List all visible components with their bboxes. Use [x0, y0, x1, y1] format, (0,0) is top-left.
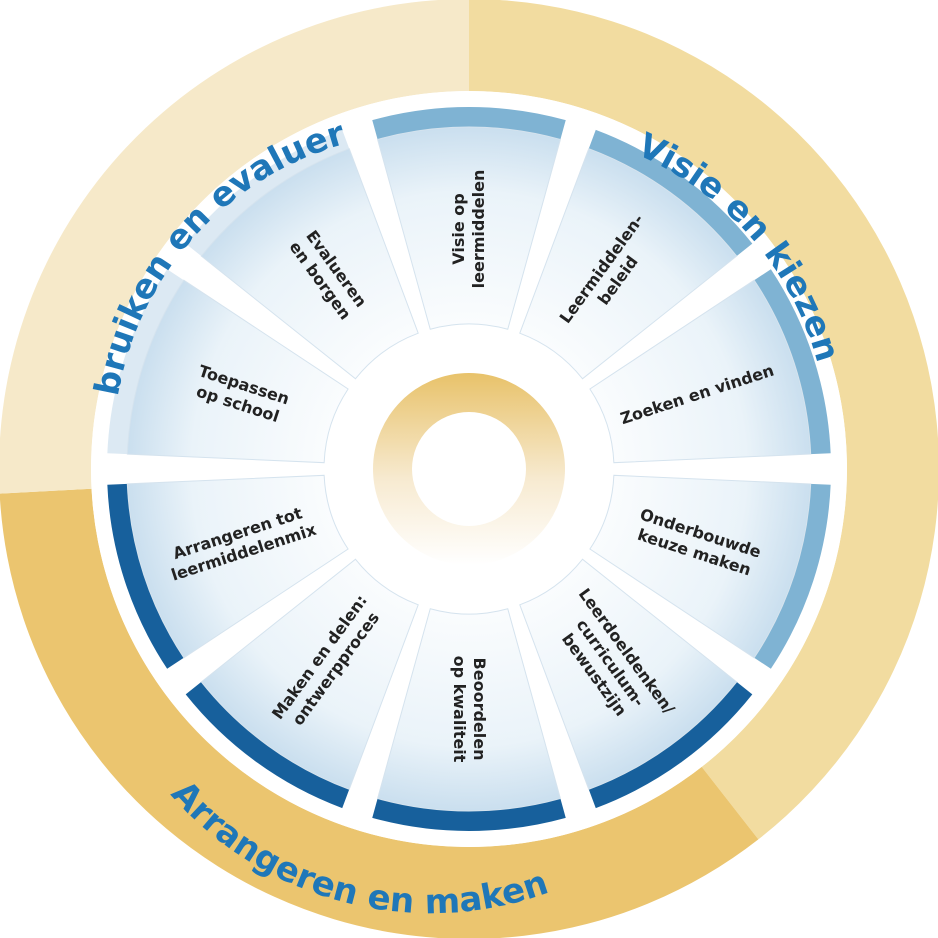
segment-arrangeren-tot-leermiddelenmix[interactable]: Arrangeren totleermiddelenmix	[107, 474, 349, 669]
segment-beoordelen-op-kwaliteit[interactable]: Beoordelenop kwaliteit	[372, 608, 566, 831]
phase-ring-visie	[469, 0, 938, 840]
segment-rim	[107, 483, 184, 669]
segment-evalueren-en-borgen[interactable]: Evaluerenen borgen	[185, 129, 419, 380]
segment-label-line: op kwaliteit	[450, 656, 469, 763]
segment-onderbouwde-keuze-maken[interactable]: Onderbouwdekeuze maken	[589, 474, 831, 669]
segment-body	[589, 279, 812, 464]
segment-rim	[588, 681, 753, 809]
segment-body	[200, 148, 419, 380]
segment-rim	[588, 129, 753, 257]
segment-label: Visie opleermiddelen	[449, 170, 488, 289]
segment-label-line: Visie op	[449, 193, 468, 264]
segment-leermiddelenbeleid[interactable]: Leermiddelen-beleid	[519, 129, 753, 380]
segment-rim	[372, 107, 566, 140]
segment-label-line: leermiddelen	[469, 170, 488, 289]
segment-body	[376, 608, 562, 812]
segment-rim	[185, 129, 350, 257]
segment-rim	[754, 269, 831, 455]
segment-body	[519, 148, 738, 380]
segment-body	[126, 474, 349, 659]
segment-zoeken-en-vinden[interactable]: Zoeken en vinden	[589, 269, 831, 464]
segment-visie-op-leermiddelen[interactable]: Visie opleermiddelen	[372, 107, 566, 330]
segment-rim	[107, 269, 184, 455]
segment-body	[200, 558, 419, 790]
segment-body	[519, 558, 738, 790]
segment-maken-en-delen[interactable]: Maken en delen:ontwerpproces	[185, 558, 419, 809]
segment-label: Beoordelenop kwaliteit	[450, 656, 489, 763]
segment-leerdoeldenken[interactable]: Leerdoeldenken/curriculum-bewustzijn	[519, 558, 753, 809]
center-hole	[412, 412, 526, 526]
segment-rim	[185, 681, 350, 809]
segment-wheel: Visie opleermiddelen Leermiddelen-beleidZ…	[107, 107, 831, 831]
segment-rim	[372, 798, 566, 831]
segment-toepassen-op-school[interactable]: Toepassenop school	[107, 269, 349, 464]
phase-ring-gebruiken	[0, 0, 469, 494]
segment-body	[589, 474, 812, 659]
segment-body	[126, 279, 349, 464]
segment-label-line: Beoordelen	[470, 658, 489, 761]
phase-ring-arrangeren	[0, 488, 759, 938]
segment-rim	[754, 483, 831, 669]
segment-body	[376, 126, 562, 330]
